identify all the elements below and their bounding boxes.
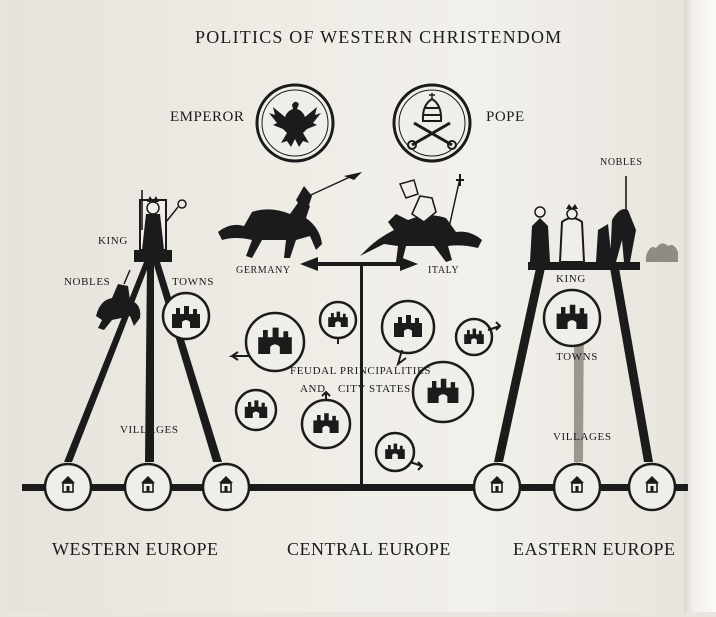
village-circles: [43, 462, 677, 512]
feudal-label-line2: AND: [300, 383, 326, 395]
region-western-europe: WESTERN EUROPE: [52, 539, 219, 559]
western-king-icon: [134, 190, 187, 262]
central-divider: [300, 257, 418, 484]
west-villages-label: VILLAGES: [120, 424, 179, 436]
emperor-label: EMPEROR: [170, 109, 245, 125]
eastern-rulers-icon: [528, 176, 678, 270]
germany-label: GERMANY: [236, 265, 291, 276]
emperor-horseman-icon: [218, 172, 362, 258]
region-eastern-europe: EASTERN EUROPE: [513, 539, 676, 559]
papal-tiara-keys-icon: [392, 83, 472, 163]
west-towns-label: TOWNS: [172, 276, 214, 288]
imperial-eagle-icon: [255, 83, 335, 163]
east-towns-label: TOWNS: [556, 351, 598, 363]
east-king-label: KING: [556, 273, 586, 285]
italy-label: ITALY: [428, 265, 460, 276]
pope-horseman-icon: [360, 174, 482, 262]
west-king-label: KING: [98, 235, 128, 247]
feudal-label-line3: CITY STATES: [338, 383, 411, 395]
feudal-label-line1: FEUDAL PRINCIPALITIES: [290, 365, 432, 377]
ground-line: [22, 484, 688, 491]
pope-label: POPE: [486, 109, 525, 125]
eastern-town-icon: [542, 288, 602, 348]
central-town-circles: [228, 299, 502, 473]
east-nobles-label: NOBLES: [600, 157, 643, 168]
walled-town-icon: [161, 291, 211, 341]
region-central-europe: CENTRAL EUROPE: [287, 539, 451, 559]
diagram-title: POLITICS OF WESTERN CHRISTENDOM: [195, 27, 563, 47]
western-noble-icon: [96, 269, 141, 330]
page-edge: [684, 0, 716, 612]
west-nobles-label: NOBLES: [64, 276, 111, 288]
east-villages-label: VILLAGES: [553, 431, 612, 443]
